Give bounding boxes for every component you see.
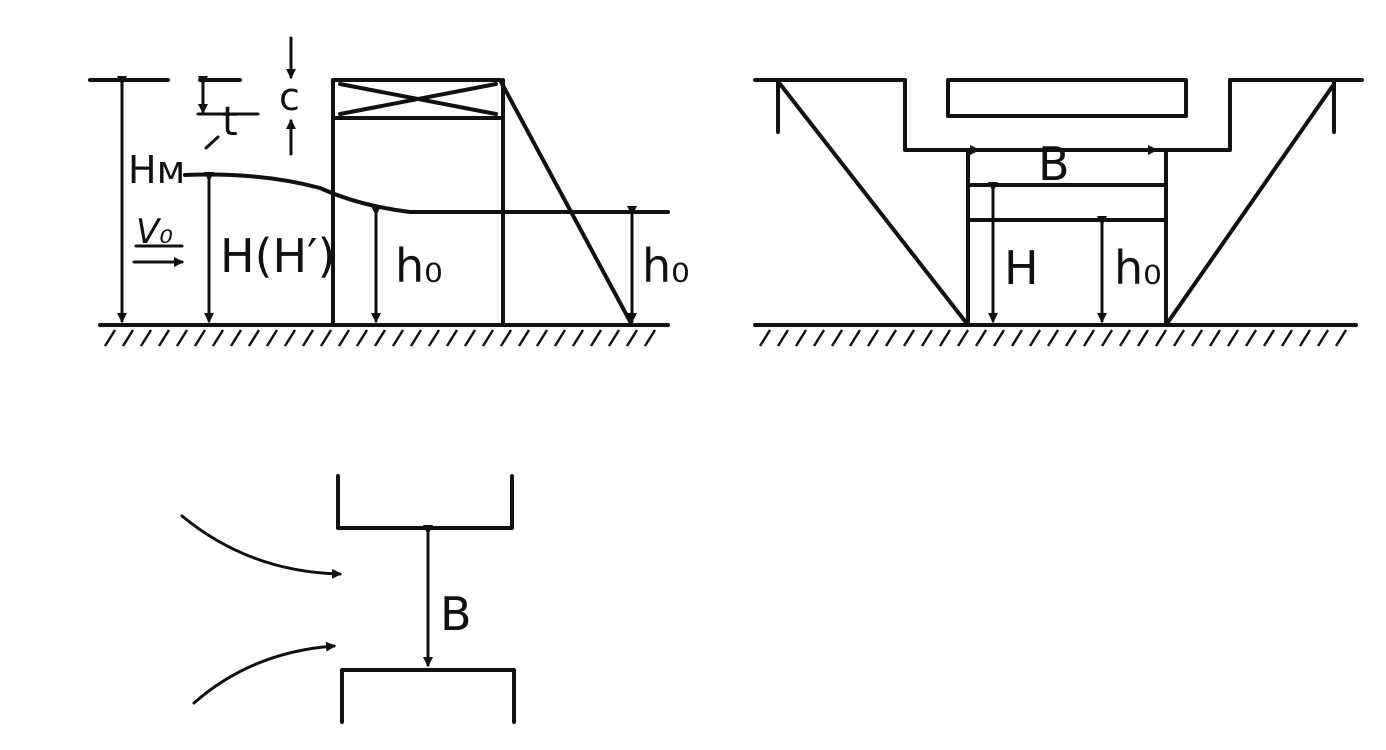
water-surface-profile [183, 172, 670, 214]
front-view: B H h₀ [753, 78, 1364, 347]
h0-outside-label: h₀ [642, 239, 690, 293]
t-label: t [222, 99, 238, 145]
h0-inside-label: h₀ [395, 239, 443, 293]
Hm-label: Hм [128, 148, 185, 192]
h0-label: h₀ [1114, 241, 1162, 295]
H-label: H [1004, 241, 1039, 295]
flow-arrow-lower [192, 641, 336, 705]
deck-cross-2 [338, 82, 498, 116]
embankment-slope [498, 78, 634, 327]
plan-view: B [180, 474, 516, 724]
H-label: H(H′) [220, 229, 336, 283]
riverbed-hatching [758, 329, 1348, 347]
deck-beam [946, 78, 1188, 118]
right-embankment-slope [1164, 82, 1336, 327]
flow-arrow-upper [180, 514, 342, 579]
c-label: c [279, 75, 300, 119]
upper-abutment [336, 474, 514, 530]
lower-abutment [340, 668, 516, 724]
riverbed-hatching [103, 329, 657, 347]
B-label: B [1038, 137, 1070, 191]
left-embankment-slope [778, 82, 970, 327]
t-leader [204, 135, 220, 150]
B-label: B [440, 587, 472, 641]
section-view: Hм t c V₀ H(H′) h₀ h₀ [88, 36, 690, 347]
V0-label: V₀ [136, 212, 173, 252]
